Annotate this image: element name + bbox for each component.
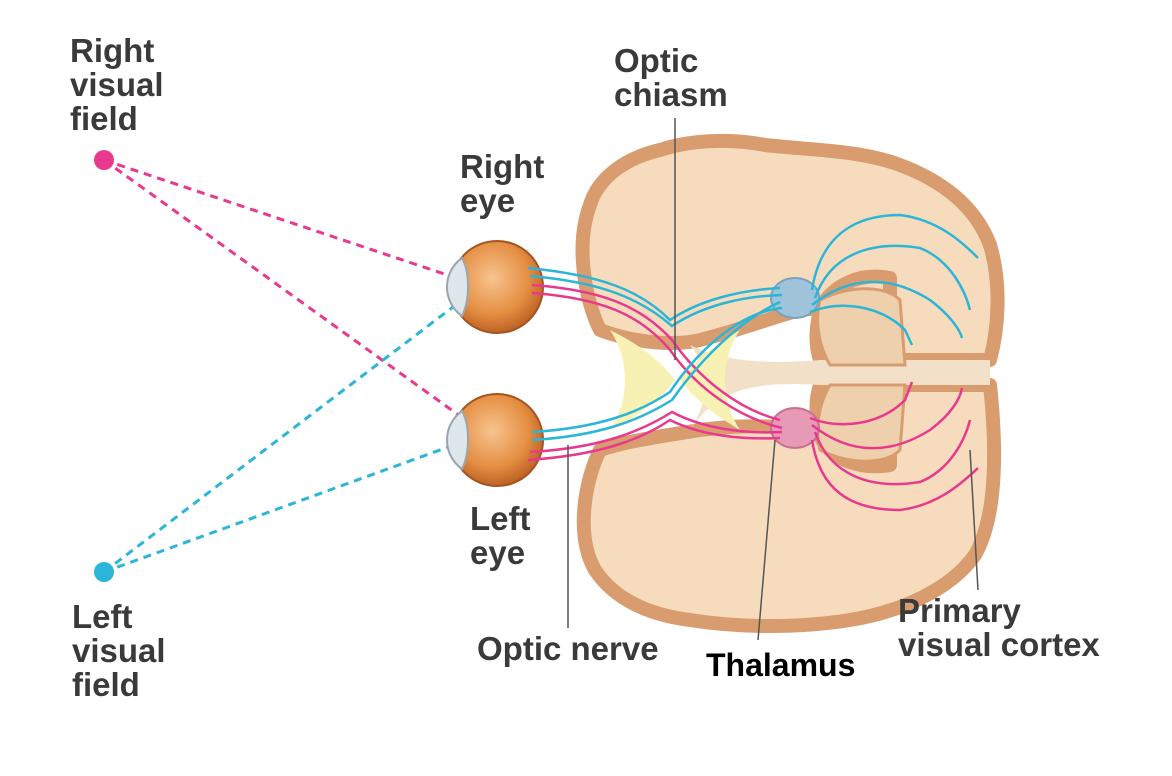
thalamus-upper-nucleus: [770, 277, 820, 319]
primary-visual-cortex-label: Primary visual cortex: [898, 592, 1100, 663]
optic-radiations: [809, 213, 979, 512]
leader-lines: [567, 118, 979, 641]
right-visual-field-label: Right visual field: [70, 32, 164, 137]
brain-midline: [690, 345, 990, 430]
left-field-line-to-left-eye: [103, 416, 529, 574]
primary-visual-cortex-leader: [969, 449, 979, 591]
optic-chiasm-label: Optic chiasm: [614, 42, 728, 113]
thalamus-lower-nucleus: [770, 407, 820, 449]
right-eye-label: Right eye: [460, 148, 545, 219]
sight-lines: [103, 158, 529, 574]
brain-section: [575, 133, 1005, 633]
right-eye: [446, 240, 544, 334]
left-field-line-to-right-eye: [103, 248, 529, 574]
left-visual-field-dot: [94, 562, 114, 582]
left-eye: [446, 393, 544, 487]
left-eye-label: Left eye: [470, 500, 531, 571]
right-field-line-to-right-eye: [103, 158, 529, 304]
left-visual-field-label: Left visual field: [72, 598, 166, 703]
thalamus-label: Thalamus: [706, 647, 856, 683]
right-visual-field-dot: [94, 150, 114, 170]
optic-nerve-label: Optic nerve: [477, 630, 659, 667]
thalamus-leader: [757, 439, 776, 641]
optic-nerve-fibers: [527, 266, 783, 462]
